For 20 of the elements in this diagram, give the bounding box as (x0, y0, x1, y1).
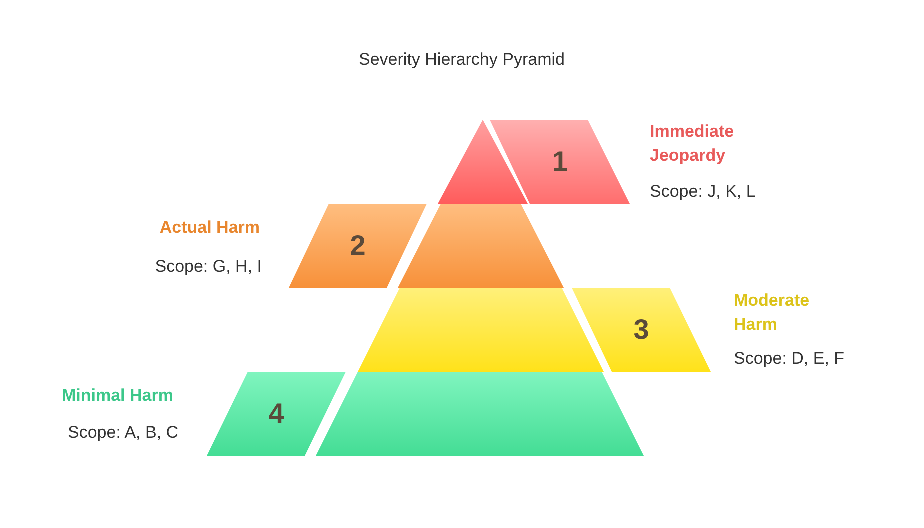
level-number: 4 (268, 398, 284, 430)
scope-text: Scope: D, E, F (734, 348, 846, 370)
scope-text: Scope: A, B, C (68, 422, 180, 444)
parallelogram-shape (490, 120, 630, 204)
level-number: 2 (350, 230, 366, 262)
level-heading: Immediate Jeopardy (650, 121, 736, 167)
pyramid-layer (398, 204, 564, 288)
level-heading: Moderate Harm (734, 290, 811, 336)
scope-text: Scope: G, H, I (154, 256, 262, 278)
diagram-title: Severity Hierarchy Pyramid (358, 49, 566, 71)
level-number: 1 (552, 146, 568, 178)
level-number: 3 (634, 314, 650, 346)
level-heading: Actual Harm (158, 217, 260, 239)
parallelogram-shape (289, 204, 427, 288)
pyramid-top-triangle (438, 120, 528, 204)
scope-text: Scope: J, K, L (650, 181, 757, 203)
parallelogram-shape (207, 372, 346, 456)
pyramid-layer (358, 288, 604, 372)
parallelogram-shape (572, 288, 711, 372)
level-heading: Minimal Harm (62, 385, 174, 407)
